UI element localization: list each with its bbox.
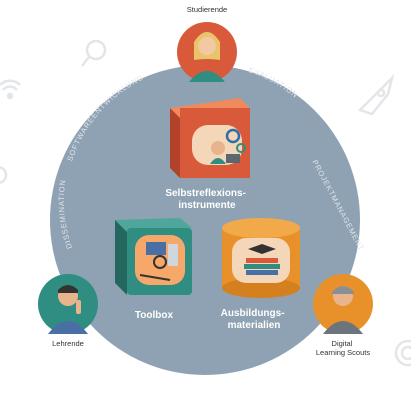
avatar-teachers [38, 274, 98, 334]
main-circle [50, 65, 360, 375]
toolbox-box [115, 218, 192, 295]
gear-small-icon [236, 143, 246, 153]
students-label: Studierende [187, 5, 227, 14]
gear-icon [225, 128, 241, 144]
training-label: Ausbildungs- materialien [221, 308, 288, 331]
tool-circle-icon [153, 255, 167, 269]
avatar-small [211, 141, 225, 155]
avatar-students [177, 22, 237, 82]
watermark-wifi-icon [0, 79, 21, 100]
watermark-gear-icon [0, 165, 8, 185]
scouts-label: Digital Learning Scouts [316, 339, 370, 357]
selfreflection-label: Selbstreflexions- instrumente [165, 188, 248, 211]
graduation-cap-icon [248, 244, 276, 254]
selfreflection-cube [170, 98, 250, 178]
avatar-scouts [313, 274, 373, 334]
watermark-rocket-icon [357, 73, 395, 116]
watermark-magnifier-icon [81, 39, 107, 67]
teachers-label: Lehrende [52, 339, 84, 348]
training-cylinder [222, 218, 300, 298]
watermark-target-icon [394, 339, 411, 367]
toolbox-label: Toolbox [135, 310, 174, 321]
toolbox-item-block [146, 242, 166, 255]
